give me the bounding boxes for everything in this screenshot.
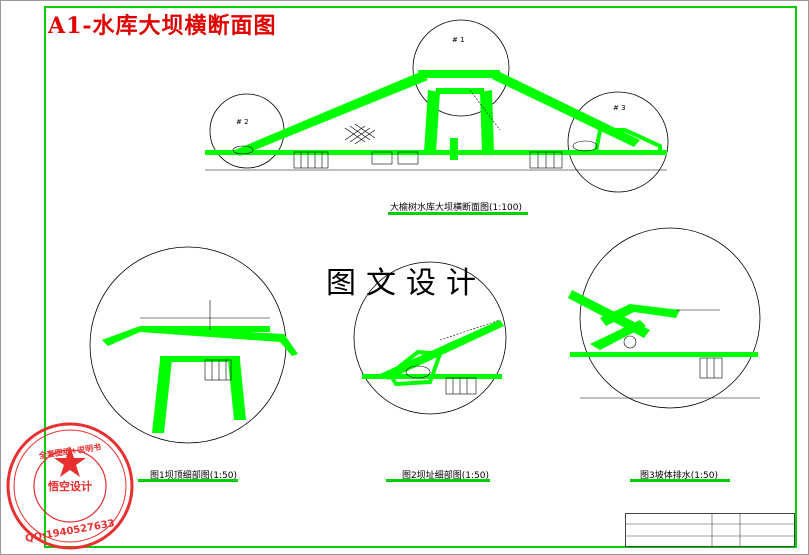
caption-fig3: 图3坡体排水(1:50) <box>640 471 718 481</box>
caption-fig1-underline <box>138 479 238 482</box>
watermark-text: 图文设计 <box>326 266 486 301</box>
downstream-slope <box>492 70 640 147</box>
main-section <box>205 19 669 193</box>
caption-fig2: 图2坝址细部图(1:50) <box>402 471 489 481</box>
caption-fig1: 图1坝顶细部图(1:50) <box>150 471 237 481</box>
core-wall-right <box>480 90 494 152</box>
detail-3-drainage <box>568 227 761 409</box>
caption-main: 大榆树水库大坝横断面图(1:100) <box>390 203 522 213</box>
caption-fig2-underline <box>386 479 490 482</box>
caption-main-underline <box>388 212 528 215</box>
sheet-title: A1-水库大坝横断面图 <box>48 13 277 39</box>
detail-label-1: # 1 <box>452 36 465 44</box>
sheet-inner-border <box>44 6 797 548</box>
detail-label-3: # 3 <box>613 104 626 112</box>
detail-label-2: # 2 <box>236 118 249 126</box>
title-block <box>625 513 795 547</box>
drain-blocks <box>293 151 563 169</box>
detail-1-crest <box>89 246 298 444</box>
upstream-slope <box>230 72 428 156</box>
seller-stamp <box>6 422 134 550</box>
dam-base-line <box>205 150 667 155</box>
dam-crest <box>418 70 500 78</box>
detail-circle-2 <box>209 93 285 169</box>
detail-circle-3 <box>567 91 669 193</box>
detail-2-toe <box>353 261 507 415</box>
title-block-grid <box>625 513 795 547</box>
caption-fig3-underline <box>630 479 730 482</box>
stamp-center-text: 悟空设计 <box>48 480 92 493</box>
filter-hatching <box>344 123 376 145</box>
detail-circle-1 <box>412 19 510 117</box>
core-wall-left <box>424 90 440 152</box>
